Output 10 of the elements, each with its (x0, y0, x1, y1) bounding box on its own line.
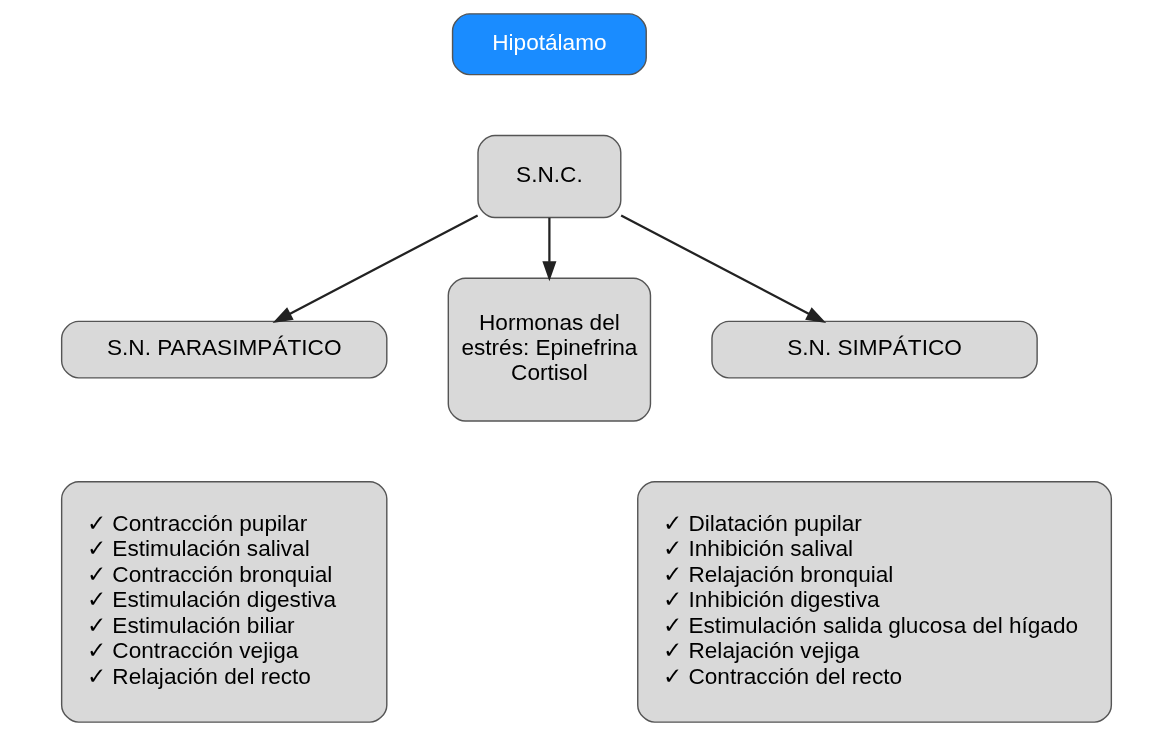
node-box: ✓ Dilatación pupilar ✓ Inhibición salival ✓ Relajación bronquial ✓ Inhibición digestiva ✓ Estimulación salida glucosa del hígado ✓ Relajación vejiga ✓ Contracción del recto (637, 481, 1113, 723)
node-box: S.N. SIMPÁTICO (711, 320, 1038, 379)
arrow (620, 214, 827, 323)
node-box: Hormonas del estrés: Epinefrina Cortisol (447, 277, 652, 422)
arrow (272, 214, 479, 323)
arrow (542, 217, 557, 282)
node-box: S.N.C. (477, 134, 622, 219)
node-box: S.N. PARASIMPÁTICO (60, 320, 388, 379)
node-box: ✓ Contracción pupilar ✓ Estimulación salival ✓ Contracción bronquial ✓ Estimulación digestiva ✓ Estimulación biliar ✓ Contracción vejiga ✓ Relajación del recto (60, 481, 388, 723)
node-box: Hipotálamo (451, 13, 647, 76)
